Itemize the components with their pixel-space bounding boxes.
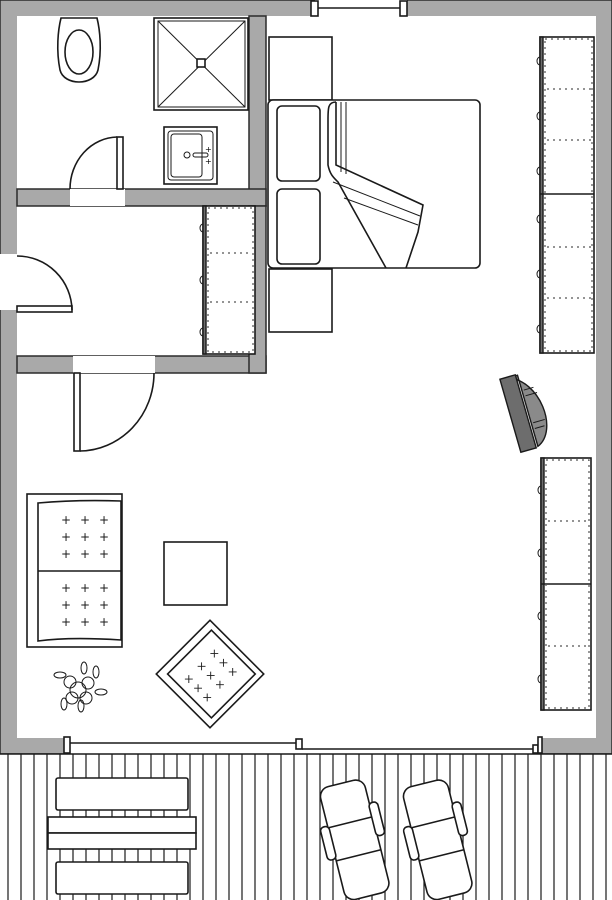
cabinet-lower bbox=[537, 457, 592, 711]
svg-text:+: + bbox=[99, 581, 109, 595]
svg-text:+: + bbox=[80, 530, 90, 544]
wardrobe-icon bbox=[199, 205, 256, 355]
svg-text:+: + bbox=[61, 513, 71, 527]
sliding-door-left[interactable] bbox=[63, 736, 303, 754]
svg-text:+: + bbox=[99, 547, 109, 561]
svg-text:+: + bbox=[99, 615, 109, 629]
inner-door[interactable] bbox=[73, 372, 155, 452]
sofa-icon: + + + + + + + + + + + + + + + + + + bbox=[26, 493, 123, 648]
nightstand-top bbox=[268, 36, 333, 101]
lounger-icon-2 bbox=[402, 779, 473, 900]
svg-text:+: + bbox=[80, 547, 90, 561]
bathroom-door[interactable] bbox=[69, 136, 124, 190]
plant-icon bbox=[53, 661, 108, 713]
svg-text:+: + bbox=[61, 547, 71, 561]
shower-icon bbox=[153, 17, 249, 111]
bed-icon bbox=[267, 99, 481, 269]
svg-text:+: + bbox=[80, 581, 90, 595]
toilet-icon bbox=[56, 17, 102, 83]
svg-text:+: + bbox=[61, 615, 71, 629]
sliding-door-right[interactable] bbox=[302, 736, 543, 754]
tv-icon bbox=[499, 373, 548, 454]
wardrobe-upper bbox=[536, 36, 595, 354]
svg-text:+: + bbox=[99, 513, 109, 527]
nightstand-bottom bbox=[268, 268, 333, 333]
armchair-icon: ××× ××× ××× bbox=[155, 619, 265, 729]
svg-text:+: + bbox=[80, 615, 90, 629]
lounger-icon bbox=[319, 779, 390, 900]
svg-text:+: + bbox=[205, 145, 212, 154]
svg-text:+: + bbox=[80, 513, 90, 527]
deck bbox=[0, 753, 612, 900]
sofa-tufting: + + + + + + + + + + + + + + + + + + bbox=[61, 513, 109, 629]
svg-text:+: + bbox=[99, 598, 109, 612]
entry-door[interactable] bbox=[16, 255, 73, 313]
sink-icon: + + bbox=[163, 126, 218, 185]
svg-text:+: + bbox=[61, 598, 71, 612]
svg-text:+: + bbox=[61, 530, 71, 544]
svg-text:+: + bbox=[99, 530, 109, 544]
svg-text:+: + bbox=[61, 581, 71, 595]
bench-table bbox=[47, 777, 197, 895]
table-icon bbox=[163, 541, 228, 606]
window-top bbox=[310, 0, 408, 17]
svg-text:+: + bbox=[205, 157, 212, 166]
svg-text:+: + bbox=[80, 598, 90, 612]
